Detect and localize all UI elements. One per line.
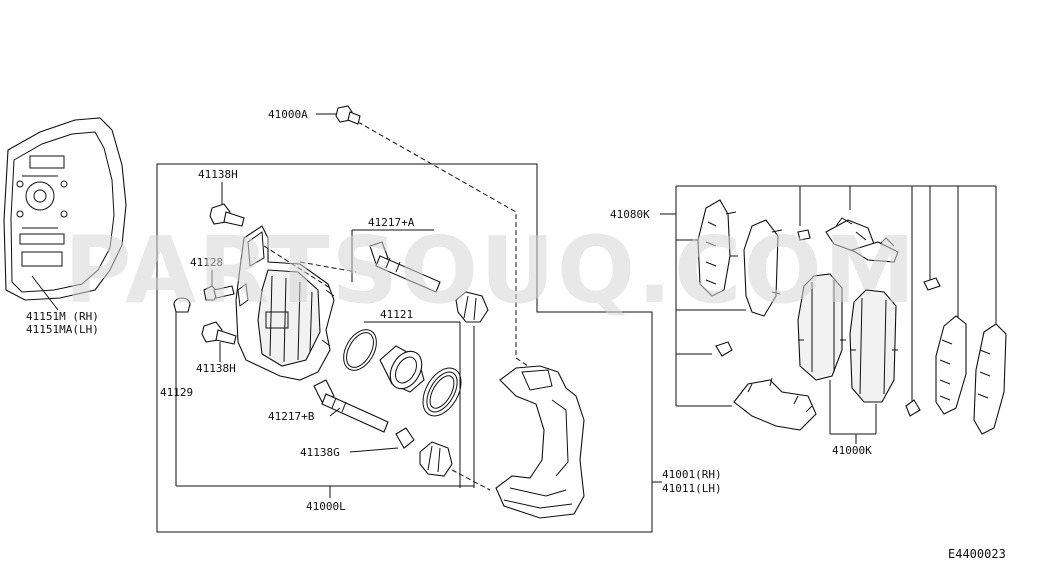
callout-41138h-top: 41138H xyxy=(198,168,238,181)
part-pad-shim-inner[interactable] xyxy=(697,199,738,297)
part-splash-shield[interactable] xyxy=(3,117,127,301)
callout-41217a: 41217+A xyxy=(368,216,415,229)
part-guide-pin-41217b[interactable] xyxy=(313,379,389,433)
callout-41011: 41011(LH) xyxy=(662,482,722,495)
part-caliper-body[interactable] xyxy=(235,225,335,381)
callout-41128: 41128 xyxy=(190,256,223,269)
part-pad-shim-outer[interactable] xyxy=(743,219,783,317)
drawing-code: E4400023 xyxy=(948,547,1006,561)
watermark: PARTSOUQ.COM xyxy=(64,217,917,324)
part-piston-seal[interactable] xyxy=(337,324,383,376)
callout-41151ma: 41151MA(LH) xyxy=(26,323,99,336)
kit-bracket-41080k xyxy=(675,185,997,408)
callout-41217b: 41217+B xyxy=(268,410,315,423)
part-bolt-41138h-lower[interactable] xyxy=(201,321,237,345)
part-piston[interactable] xyxy=(379,345,428,395)
part-wear-sensor-clip[interactable] xyxy=(715,341,733,357)
callout-41000k: 41000K xyxy=(832,444,872,457)
callout-41000a: 41000A xyxy=(268,108,308,121)
part-boot-upper[interactable] xyxy=(455,291,489,323)
callout-41121: 41121 xyxy=(380,308,413,321)
part-anti-rattle-clip-lower[interactable] xyxy=(850,237,899,263)
callout-41080k: 41080K xyxy=(610,208,650,221)
part-boot-lower[interactable] xyxy=(419,441,453,477)
part-bolt-41000a[interactable] xyxy=(335,105,361,125)
callout-41138h-lower: 41138H xyxy=(196,362,236,375)
part-spring-clip-small[interactable] xyxy=(797,229,811,241)
part-pad-shim-right-inner[interactable] xyxy=(935,315,967,415)
part-sleeve-41138g[interactable] xyxy=(395,427,415,449)
part-bolt-41138h-top[interactable] xyxy=(209,203,245,227)
part-pad-retainer-lower[interactable] xyxy=(733,377,817,431)
callout-41000l: 41000L xyxy=(306,500,346,513)
part-brake-pad-inner[interactable] xyxy=(797,273,846,381)
part-cap-41129[interactable] xyxy=(173,297,191,313)
part-pad-shim-right-outer[interactable] xyxy=(973,323,1007,435)
callout-41138g: 41138G xyxy=(300,446,340,459)
callout-41129: 41129 xyxy=(160,386,193,399)
callout-41151m: 41151M (RH) xyxy=(26,310,99,323)
part-caliper-support[interactable] xyxy=(495,365,585,519)
part-clip-right-small[interactable] xyxy=(923,277,941,291)
part-bleeder-41128[interactable] xyxy=(203,285,235,301)
part-dust-boot-ring[interactable] xyxy=(415,361,469,422)
part-guide-pin-41217a[interactable] xyxy=(369,241,441,293)
part-brake-pad-outer[interactable] xyxy=(849,289,898,403)
assembly-frame-41001 xyxy=(156,163,653,533)
callout-41001: 41001(RH) xyxy=(662,468,722,481)
part-clip-right-bottom[interactable] xyxy=(905,399,921,417)
